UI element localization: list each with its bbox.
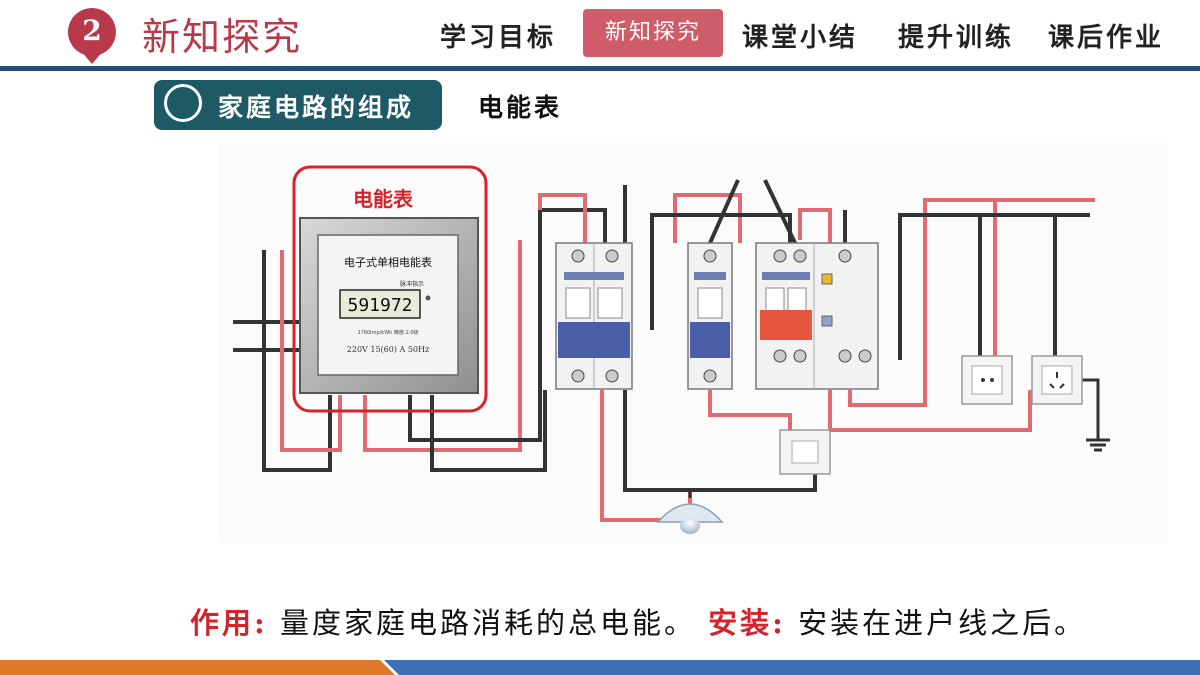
meter-fine-print: 1760imp/kWh 精度:2.0级 bbox=[357, 329, 418, 336]
meter-rating: 220V 15(60) A 50Hz bbox=[347, 345, 429, 354]
incoming-wires bbox=[233, 250, 332, 472]
function-text: 量度家庭电路消耗的总电能。 bbox=[279, 606, 696, 640]
install-text: 安装在进户线之后。 bbox=[798, 606, 1087, 640]
topic-pill bbox=[154, 80, 442, 130]
topic-title: 家庭电路的组成 bbox=[218, 93, 415, 122]
distribution-wires-dark bbox=[623, 179, 1090, 492]
two-pin-socket bbox=[961, 355, 1013, 405]
section-number: 2 bbox=[82, 14, 102, 47]
main-circuit-breaker bbox=[555, 242, 633, 390]
function-label: 作用: bbox=[190, 606, 268, 640]
section-number-badge bbox=[67, 8, 116, 64]
nav-tab-homework[interactable]: 课后作业 bbox=[1048, 23, 1165, 53]
three-pin-socket bbox=[1031, 355, 1083, 405]
subtopic-title: 电能表 bbox=[478, 93, 563, 122]
meter-wires-dark bbox=[408, 208, 607, 472]
caption-line: 作用: 量度家庭电路消耗的总电能。 安装: 安装在进户线之后。 bbox=[190, 600, 1086, 642]
meter-display bbox=[339, 289, 421, 319]
electricity-meter: 电子式单相电能表 脉冲指示 591972 1760imp/kWh 精度:2.0级… bbox=[299, 217, 479, 394]
topic-circle-icon bbox=[164, 84, 202, 122]
header-divider bbox=[0, 66, 1200, 71]
section-title: 新知探究 bbox=[142, 15, 303, 59]
nav-tab-practice[interactable]: 提升训练 bbox=[898, 23, 1015, 53]
meter-title: 电子式单相电能表 bbox=[344, 255, 432, 269]
branch-circuit-breaker bbox=[687, 242, 733, 390]
meter-callout-label: 电能表 bbox=[353, 187, 414, 211]
nav-tab-class-summary[interactable]: 课堂小结 bbox=[742, 23, 859, 53]
meter-reading: 591972 bbox=[347, 295, 412, 316]
meter-wires-red bbox=[280, 240, 522, 452]
header: 2 新知探究 学习目标 新知探究 课堂小结 提升训练 课后作业 bbox=[0, 0, 1200, 68]
leakage-protector bbox=[755, 242, 879, 390]
nav-tab-learning-goals[interactable]: 学习目标 bbox=[440, 23, 557, 53]
light-switch bbox=[779, 429, 831, 475]
meter-callout-box bbox=[292, 165, 488, 413]
install-label: 安装: bbox=[708, 606, 786, 640]
nav-tab-new-knowledge[interactable]: 新知探究 bbox=[583, 9, 723, 57]
meter-pulse-led bbox=[425, 295, 431, 301]
meter-pulse-label: 脉冲指示 bbox=[400, 280, 424, 288]
ceiling-lamp bbox=[656, 490, 724, 534]
